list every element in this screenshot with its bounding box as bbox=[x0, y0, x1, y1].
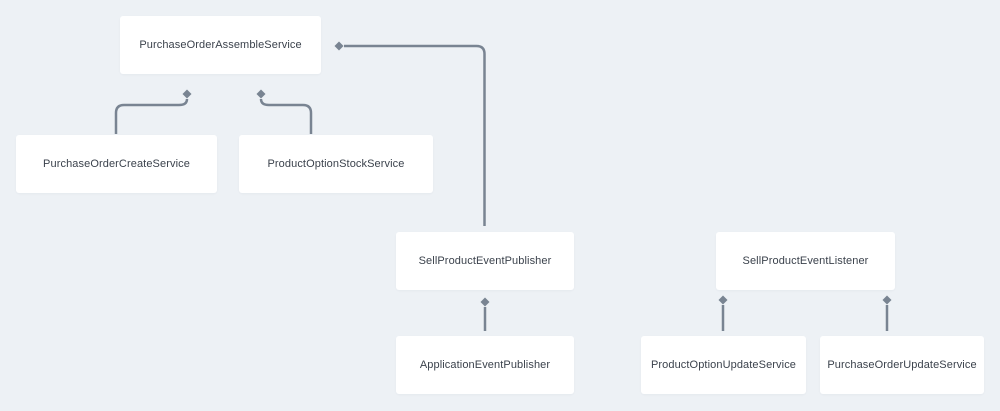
node-label: ProductOptionUpdateService bbox=[650, 358, 797, 371]
node-purchase-order-create-service[interactable]: PurchaseOrderCreateService bbox=[16, 135, 217, 193]
node-label: PurchaseOrderUpdateService bbox=[827, 358, 977, 371]
node-label: PurchaseOrderAssembleService bbox=[139, 38, 302, 51]
edge-arrowhead-diamond-icon bbox=[334, 41, 344, 51]
edge-arrowhead-diamond-icon bbox=[256, 89, 266, 99]
edge-arrowhead-diamond-icon bbox=[480, 297, 490, 307]
node-purchase-order-update-service[interactable]: PurchaseOrderUpdateService bbox=[820, 336, 984, 394]
edge-arrowhead-diamond-icon bbox=[718, 295, 728, 305]
edge-sell-product-event-publisher-to-purchase-order-assemble-service bbox=[344, 44, 486, 226]
node-application-event-publisher[interactable]: ApplicationEventPublisher bbox=[396, 336, 574, 394]
edge-arrowhead-diamond-icon bbox=[882, 295, 892, 305]
node-label: ProductOptionStockService bbox=[267, 157, 405, 170]
node-label: SellProductEventPublisher bbox=[418, 254, 552, 267]
node-purchase-order-assemble-service[interactable]: PurchaseOrderAssembleService bbox=[120, 16, 321, 74]
node-sell-product-event-listener[interactable]: SellProductEventListener bbox=[716, 232, 895, 290]
edge-arrowhead-diamond-icon bbox=[182, 89, 192, 99]
node-product-option-update-service[interactable]: ProductOptionUpdateService bbox=[641, 336, 806, 394]
node-label: SellProductEventListener bbox=[742, 254, 869, 267]
edge-product-option-stock-service-to-purchase-order-assemble-service bbox=[259, 98, 313, 134]
node-label: ApplicationEventPublisher bbox=[419, 358, 551, 371]
edge-purchase-order-create-service-to-purchase-order-assemble-service bbox=[114, 98, 189, 134]
node-label: PurchaseOrderCreateService bbox=[43, 157, 190, 170]
node-sell-product-event-publisher[interactable]: SellProductEventPublisher bbox=[396, 232, 574, 290]
node-product-option-stock-service[interactable]: ProductOptionStockService bbox=[239, 135, 433, 193]
